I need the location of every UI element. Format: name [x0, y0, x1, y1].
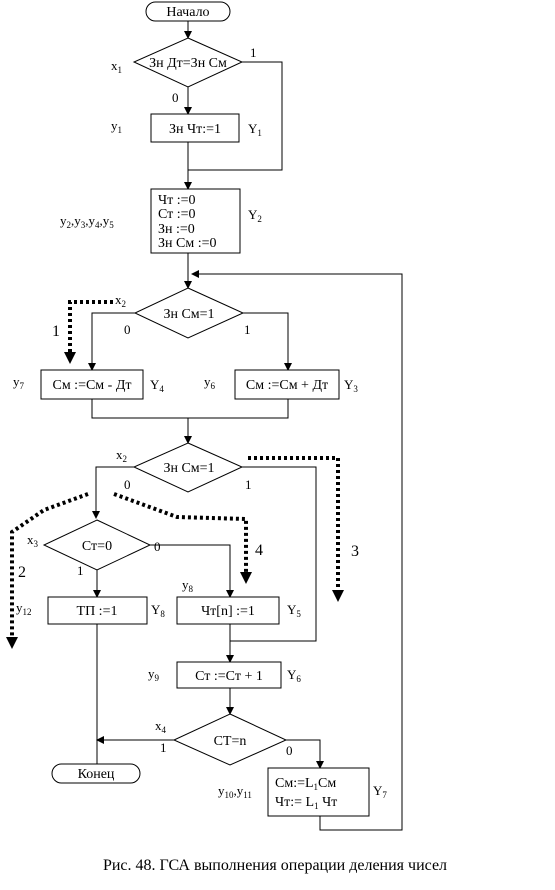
branch-one-5: 1: [160, 740, 167, 755]
state-Y2: Y2: [248, 207, 262, 224]
path-number-3: 3: [351, 543, 359, 560]
condition-remainder-sign-1-label: Зн См=1: [163, 307, 214, 322]
signal-y2-y5: y2,y3,y4,y5: [60, 213, 114, 230]
block-shift: См:=L1См Чт:= L1 Чт: [267, 767, 370, 817]
signal-x2-a: x2: [115, 292, 126, 309]
condition-counter-equals-n: СТ=n: [172, 713, 288, 766]
end-label: Конец: [78, 767, 115, 782]
block-increment-counter: Ст :=Ст + 1: [176, 661, 282, 689]
start-terminal: Начало: [145, 1, 231, 22]
condition-sign-compare: Зн Дт=Зн См: [132, 37, 244, 88]
condition-counter-zero: Ст=0: [42, 519, 152, 571]
signal-x1: x1: [111, 58, 122, 75]
start-label: Начало: [166, 5, 209, 20]
condition-remainder-sign-2: Зн См=1: [132, 442, 244, 493]
branch-zero-5: 0: [286, 743, 293, 758]
block-initialize: Чт :=0 Ст :=0 Зн :=0 Зн См :=0: [150, 188, 241, 254]
signal-y10-y11: y10,y11: [218, 783, 252, 800]
signal-x2-b: x2: [116, 447, 127, 464]
branch-one-3: 1: [245, 477, 252, 492]
block-overflow-flag-label: ТП :=1: [77, 604, 118, 619]
signal-x4: x4: [155, 718, 167, 735]
init-line-1: Чт :=0: [158, 193, 196, 208]
path-number-2: 2: [18, 564, 26, 581]
branch-zero-4: 0: [154, 539, 161, 554]
state-Y4: Y4: [150, 377, 164, 394]
figure-caption: Рис. 48. ГСА выполнения операции деления…: [103, 857, 447, 874]
branch-zero-3: 0: [124, 477, 131, 492]
block-add-label: См :=См + Дт: [246, 378, 328, 393]
signal-y7: y7: [13, 374, 25, 391]
block-subtract-label: См :=См - Дт: [52, 378, 131, 393]
signal-y6: y6: [204, 374, 216, 391]
block-overflow-flag: ТП :=1: [47, 596, 148, 625]
state-Y7: Y7: [373, 783, 387, 800]
block-set-quotient-bit-label: Чт[n] :=1: [201, 604, 255, 619]
condition-counter-zero-label: Ст=0: [82, 539, 112, 554]
branch-one-2: 1: [244, 322, 251, 337]
state-Y5: Y5: [287, 602, 301, 619]
signal-y1: y1: [111, 118, 122, 135]
condition-remainder-sign-2-label: Зн См=1: [163, 461, 214, 476]
signal-y9: y9: [148, 666, 160, 683]
init-line-4: Зн См :=0: [158, 236, 217, 251]
signal-y8: y8: [182, 577, 194, 594]
branch-one-1: 1: [250, 45, 257, 60]
end-terminal: Конец: [51, 763, 141, 784]
block-increment-counter-label: Ст :=Ст + 1: [195, 669, 263, 684]
signal-y12: y12: [16, 600, 32, 617]
path-number-4: 4: [255, 542, 263, 559]
init-line-2: Ст :=0: [158, 207, 196, 222]
state-Y8: Y8: [151, 602, 165, 619]
dotted-paths: [6, 300, 344, 649]
state-Y3: Y3: [344, 377, 358, 394]
block-subtract: См :=См - Дт: [40, 369, 144, 400]
signal-x3: x3: [27, 532, 39, 549]
path-number-1: 1: [52, 323, 60, 340]
state-Y1: Y1: [248, 121, 262, 138]
branch-one-4: 1: [77, 563, 84, 578]
init-line-3: Зн :=0: [158, 222, 195, 237]
branch-zero-2: 0: [124, 322, 131, 337]
block-set-quotient-bit: Чт[n] :=1: [176, 596, 280, 625]
block-set-quotient-sign-label: Зн Чт:=1: [169, 122, 221, 137]
shift-line-2: Чт:= L1 Чт: [275, 795, 337, 811]
connectors: [88, 21, 403, 831]
condition-counter-equals-n-label: СТ=n: [214, 734, 247, 749]
branch-zero-1: 0: [172, 90, 179, 105]
shift-line-1: См:=L1См: [275, 776, 336, 792]
condition-remainder-sign-1: Зн См=1: [133, 287, 245, 339]
block-set-quotient-sign: Зн Чт:=1: [150, 113, 240, 143]
state-Y6: Y6: [287, 667, 301, 684]
condition-sign-compare-label: Зн Дт=Зн См: [149, 56, 227, 71]
block-add: См :=См + Дт: [234, 369, 340, 400]
